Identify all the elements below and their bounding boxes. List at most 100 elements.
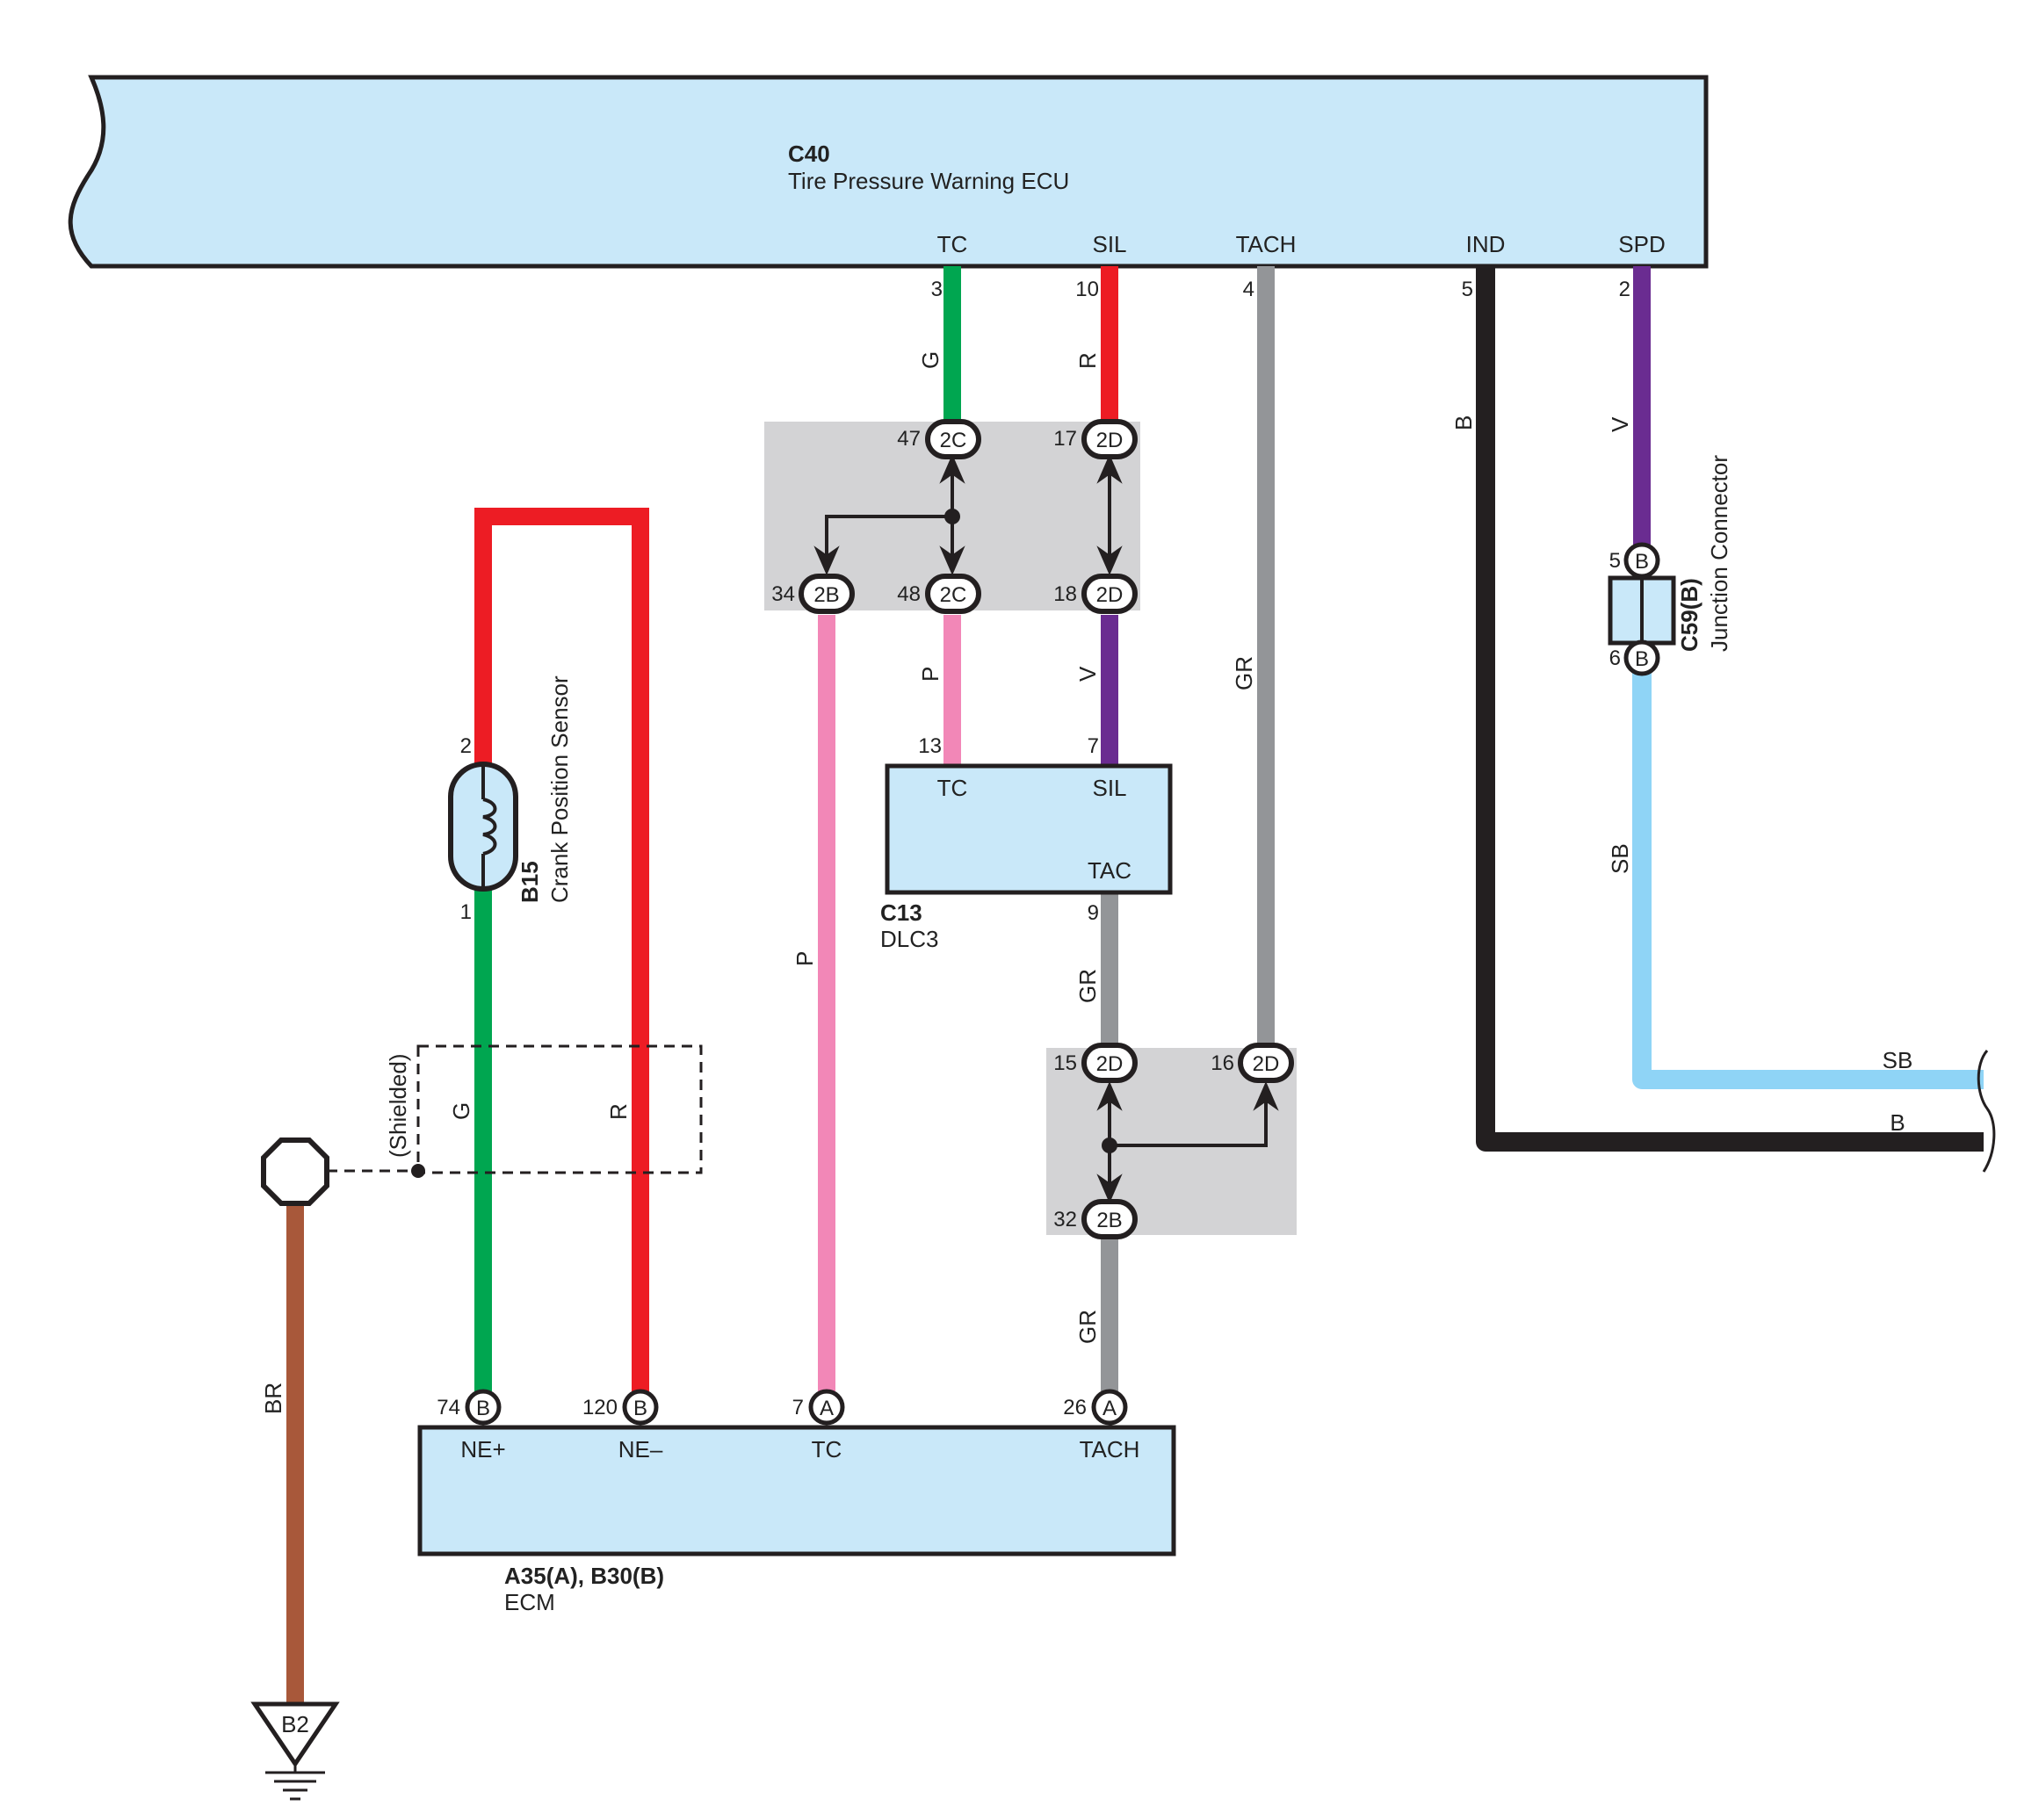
pin-j32: 32 bbox=[1053, 1208, 1077, 1231]
pin-numbers: 3 10 4 5 2 47 1 7 34 48 18 13 7 9 15 16 3… bbox=[437, 278, 1630, 1419]
svg-text:2B: 2B bbox=[1096, 1209, 1122, 1232]
pill-c6: B bbox=[1623, 639, 1660, 676]
jconn-name: Junction Connector bbox=[1706, 455, 1732, 652]
ecu-name: Tire Pressure Warning ECU bbox=[788, 168, 1069, 194]
svg-text:2D: 2D bbox=[1253, 1052, 1280, 1076]
pin-ecm-74: 74 bbox=[437, 1396, 460, 1419]
pill-j48: 2C bbox=[925, 574, 981, 614]
pin-ecu-ind: 5 bbox=[1462, 278, 1473, 301]
label-br: BR bbox=[260, 1383, 286, 1414]
label-sb-vert: SB bbox=[1607, 843, 1633, 874]
label-p-dlc: P bbox=[917, 667, 943, 682]
shield-ground-octagon bbox=[261, 1138, 329, 1206]
pin-j47: 47 bbox=[897, 427, 921, 451]
pill-j34: 2B bbox=[799, 574, 855, 614]
svg-text:B: B bbox=[476, 1397, 490, 1420]
shield-box bbox=[416, 1044, 703, 1174]
pin-j34: 34 bbox=[771, 582, 795, 606]
wire-sb bbox=[1632, 669, 1984, 1089]
dlc-terminal-sil: SIL bbox=[1092, 775, 1126, 801]
shield-junction-dot bbox=[411, 1164, 425, 1178]
ecm-terminal-tc: TC bbox=[812, 1436, 842, 1462]
label-b-horiz: B bbox=[1890, 1109, 1905, 1136]
pin-c59-5: 5 bbox=[1609, 549, 1621, 573]
ecm-terminal-ne-plus: NE+ bbox=[460, 1436, 505, 1462]
ecu-terminal-tc: TC bbox=[937, 231, 968, 257]
ground-b2: B2 bbox=[250, 1701, 340, 1801]
svg-text:2B: 2B bbox=[813, 583, 839, 607]
pin-ecu-tc: 3 bbox=[931, 278, 943, 301]
ecm-name: ECM bbox=[504, 1589, 555, 1615]
ecm-code: A35(A), B30(B) bbox=[504, 1563, 664, 1589]
ecm-terminal-ne-minus: NE– bbox=[618, 1436, 663, 1462]
sensor-name: Crank Position Sensor bbox=[546, 675, 573, 903]
pin-j48: 48 bbox=[897, 582, 921, 606]
ecu-code: C40 bbox=[788, 141, 830, 167]
svg-text:2D: 2D bbox=[1096, 583, 1124, 607]
pin-ecu-tach: 4 bbox=[1243, 278, 1254, 301]
pin-dlc-tac: 9 bbox=[1088, 901, 1099, 925]
pin-c59-6: 6 bbox=[1609, 646, 1621, 670]
pin-j18: 18 bbox=[1053, 582, 1077, 606]
pin-sensor-1: 1 bbox=[460, 900, 472, 924]
pill-e7: A bbox=[808, 1389, 845, 1426]
label-v-spd: V bbox=[1607, 416, 1633, 432]
svg-text:2D: 2D bbox=[1096, 1052, 1124, 1076]
sensor-code: B15 bbox=[517, 861, 543, 903]
connector-pills: 2C 2D 2B 2C 2D 2D 2D 2B B B B B A A bbox=[465, 419, 1660, 1426]
svg-text:B: B bbox=[1635, 647, 1649, 671]
pill-e120: B bbox=[622, 1389, 659, 1426]
dlc3-connector: TC SIL TAC C13 DLC3 bbox=[880, 763, 1173, 952]
label-sb-horiz: SB bbox=[1883, 1047, 1913, 1073]
ecu-terminal-sil: SIL bbox=[1092, 231, 1126, 257]
svg-text:2C: 2C bbox=[940, 583, 967, 607]
shield-label: (Shielded) bbox=[385, 1053, 411, 1158]
ecm-terminal-tach: TACH bbox=[1080, 1436, 1140, 1462]
wire-color-labels: G R B V GR P V P GR GR SB G R BR SB B bbox=[260, 351, 1912, 1414]
svg-text:B: B bbox=[1635, 550, 1649, 574]
pill-c5: B bbox=[1623, 542, 1660, 579]
pin-dlc-sil: 7 bbox=[1088, 734, 1099, 758]
pill-j16: 2D bbox=[1238, 1043, 1294, 1083]
ecu-terminal-tach: TACH bbox=[1236, 231, 1297, 257]
pill-e74: B bbox=[465, 1389, 502, 1426]
pin-ecm-7: 7 bbox=[792, 1396, 804, 1419]
coil-icon bbox=[482, 798, 497, 856]
dlc-code: C13 bbox=[880, 899, 922, 926]
jconn-code: C59(B) bbox=[1676, 578, 1703, 652]
label-g-sensor: G bbox=[448, 1102, 474, 1120]
pill-j18: 2D bbox=[1081, 574, 1138, 614]
label-r-sensor: R bbox=[605, 1103, 632, 1120]
svg-text:B: B bbox=[633, 1397, 647, 1420]
svg-text:2C: 2C bbox=[940, 429, 967, 452]
label-gr-mid: GR bbox=[1074, 969, 1101, 1003]
svg-text:2D: 2D bbox=[1096, 429, 1124, 452]
label-p-tc: P bbox=[792, 951, 818, 966]
pin-j16: 16 bbox=[1211, 1051, 1234, 1075]
label-v-dlc: V bbox=[1074, 666, 1101, 682]
label-gr-low: GR bbox=[1074, 1310, 1101, 1344]
wire-r-sensor bbox=[474, 508, 649, 1391]
ecu-terminal-spd: SPD bbox=[1618, 231, 1665, 257]
svg-text:A: A bbox=[1102, 1397, 1117, 1420]
label-g-top: G bbox=[917, 351, 943, 369]
pin-ecu-sil: 10 bbox=[1075, 278, 1099, 301]
pin-dlc-tc: 13 bbox=[918, 734, 942, 758]
ecm-box: NE+ NE– TC TACH A35(A), B30(B) ECM bbox=[417, 1425, 1176, 1615]
pill-j15: 2D bbox=[1081, 1043, 1138, 1083]
tire-pressure-warning-ecu: C40 Tire Pressure Warning ECU TC SIL TAC… bbox=[68, 75, 1709, 269]
wire-break-marks bbox=[1977, 1050, 1996, 1173]
junction-links-upper bbox=[813, 453, 1123, 576]
dlc-terminal-tc: TC bbox=[937, 775, 968, 801]
label-r-top: R bbox=[1074, 352, 1101, 369]
dlc-name: DLC3 bbox=[880, 926, 938, 952]
ecu-terminal-ind: IND bbox=[1466, 231, 1506, 257]
junction-connector-c59 bbox=[1608, 575, 1676, 646]
pin-j15: 15 bbox=[1053, 1051, 1077, 1075]
pill-j17: 2D bbox=[1081, 419, 1138, 459]
dlc-terminal-tac: TAC bbox=[1088, 857, 1131, 884]
pill-j47: 2C bbox=[925, 419, 981, 459]
pin-ecu-spd: 2 bbox=[1619, 278, 1630, 301]
svg-text:A: A bbox=[820, 1397, 834, 1420]
wire-b-ecu-ind bbox=[1476, 266, 1984, 1152]
